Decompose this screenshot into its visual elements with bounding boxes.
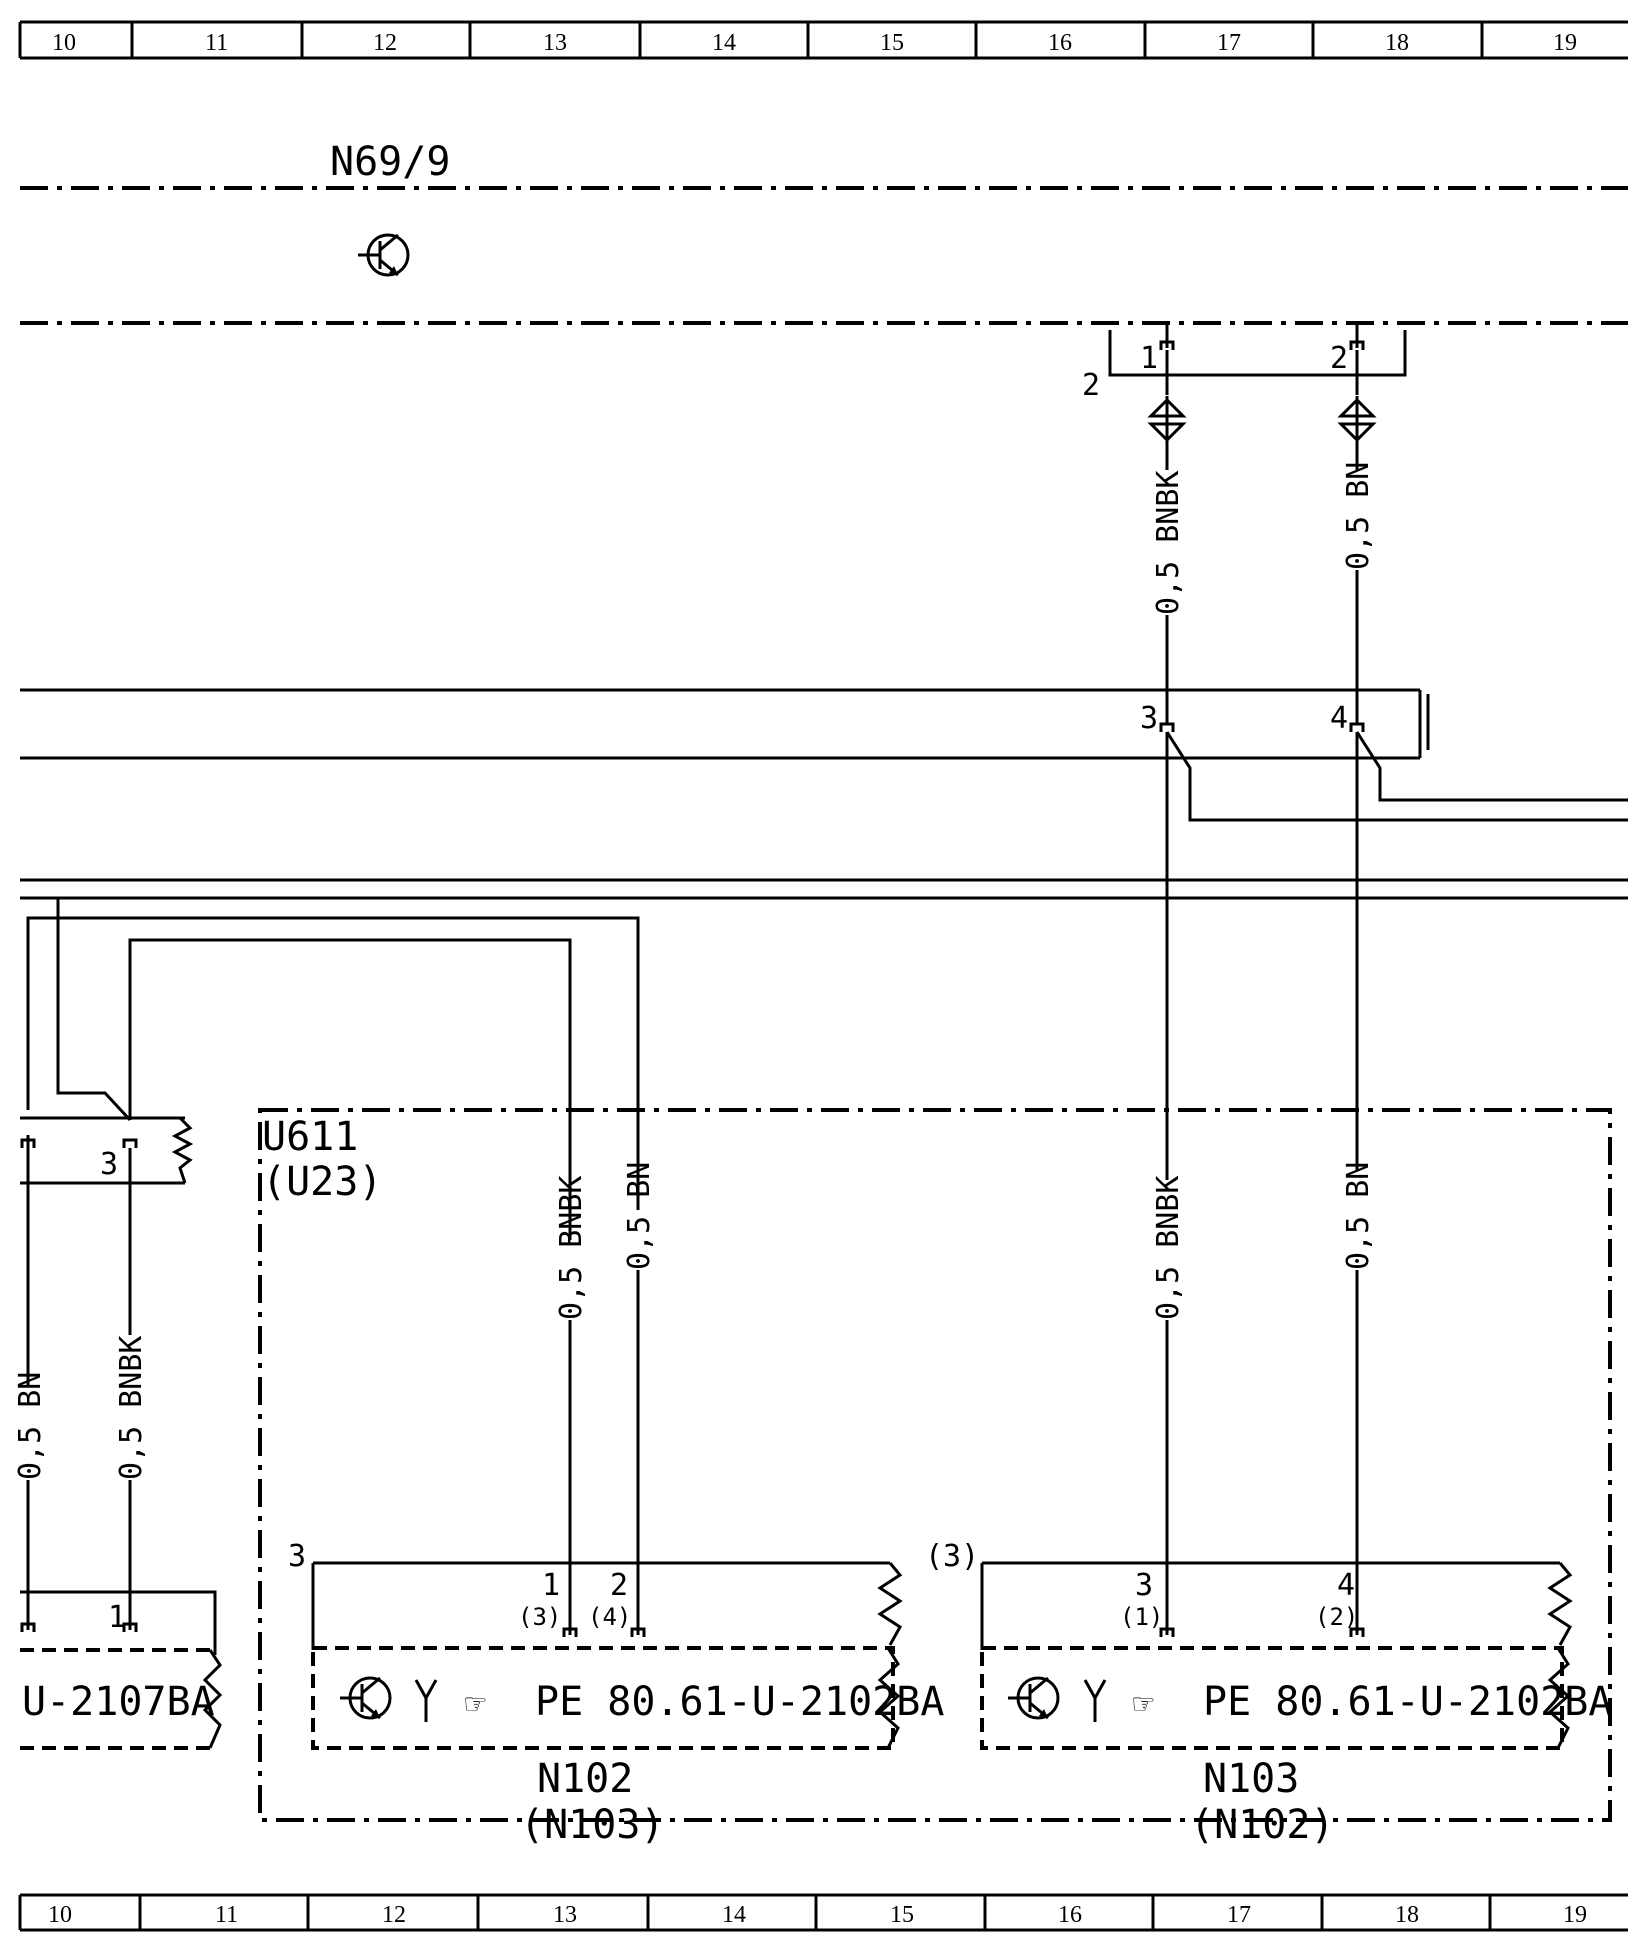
left-bottom-pin-1: 1: [108, 1600, 126, 1635]
fuse-icon: [1339, 394, 1375, 446]
lower-bus: [20, 878, 1628, 900]
wires-top: [1165, 350, 1359, 724]
grid-col-11-bottom: 11: [215, 1902, 238, 1928]
grid-col-19: 19: [1553, 30, 1577, 56]
n103-ref: PE 80.61-U-2102BA: [1203, 1679, 1612, 1725]
n103-pin-4: 4: [1337, 1568, 1355, 1603]
fuse-icon: [1149, 394, 1185, 446]
grid-col-14: 14: [712, 30, 736, 56]
wire-label-top-bn: 0,5 BN: [1341, 462, 1376, 570]
wire-label-u611-bn: 0,5 BN: [622, 1162, 657, 1270]
top-connector[interactable]: 2 1 2: [1082, 323, 1407, 403]
u611-alt-label: (U23): [262, 1159, 382, 1205]
pointing-hand-icon: ☞: [1133, 1684, 1154, 1724]
grid-col-14-bottom: 14: [722, 1902, 746, 1928]
wire-label-u611-bnbk: 0,5 BNBK: [554, 1176, 589, 1321]
n102-pin-1: 1: [542, 1568, 560, 1603]
grid-col-17-bottom: 17: [1227, 1902, 1251, 1928]
n69-9-module[interactable]: N69/9: [20, 139, 1628, 325]
wire-label-right-bnbk: 0,5 BNBK: [1151, 1176, 1186, 1321]
n103-pin-group: (3): [925, 1539, 979, 1574]
top-pin-1: 1: [1140, 341, 1158, 376]
n103-module[interactable]: (3) 3 4 (1) (2) ☞ PE 80.61-U-2102BA N103…: [925, 1539, 1612, 1848]
left-module-ref: U-2107BA: [22, 1679, 215, 1725]
u611-module[interactable]: U611 (U23): [258, 1108, 1612, 1822]
grid-col-18: 18: [1385, 30, 1409, 56]
grid-col-12: 12: [373, 30, 397, 56]
n103-pin-4-alt: (2): [1315, 1603, 1358, 1631]
transistor-icon: [356, 233, 410, 277]
antenna-icon: [1083, 1679, 1107, 1722]
mid-connector[interactable]: 3 4: [1140, 701, 1365, 736]
left-connector[interactable]: 3: [20, 1116, 194, 1185]
n102-label: N102: [537, 1756, 633, 1802]
n103-pin-3-alt: (1): [1120, 1603, 1163, 1631]
bottom-grid-bar: 10 11 12 13 14 15 16 17 18 19: [18, 1893, 1628, 1932]
wire-label-left-bn: 0,5 BN: [13, 1372, 48, 1480]
left-module[interactable]: 1 U-2107BA: [20, 1590, 223, 1750]
u611-wires: [568, 1270, 1359, 1635]
top-connector-label: 2: [1082, 368, 1100, 403]
wire-label-left-bnbk: 0,5 BNBK: [114, 1336, 149, 1481]
grid-col-11: 11: [205, 30, 228, 56]
left-routing-wires: [26, 898, 640, 1240]
mid-pin-4: 4: [1330, 701, 1348, 736]
transistor-icon: [338, 1676, 392, 1720]
top-pin-2: 2: [1330, 341, 1348, 376]
n102-pin-2-alt: (4): [588, 1603, 631, 1631]
left-wires: [26, 1148, 132, 1630]
u611-label: U611: [262, 1114, 358, 1160]
n102-ref: PE 80.61-U-2102BA: [535, 1679, 944, 1725]
n102-module[interactable]: 3 1 2 (3) (4) ☞ PE 80.61-U-2102BA N102 (…: [288, 1539, 944, 1848]
n103-label: N103: [1203, 1756, 1299, 1802]
grid-col-13-bottom: 13: [553, 1902, 577, 1928]
antenna-icon: [414, 1679, 438, 1722]
grid-col-15: 15: [880, 30, 904, 56]
grid-col-16: 16: [1048, 30, 1072, 56]
grid-col-19-bottom: 19: [1563, 1902, 1587, 1928]
grid-col-12-bottom: 12: [382, 1902, 406, 1928]
n103-alt-label: (N102): [1190, 1802, 1335, 1848]
grid-col-13: 13: [543, 30, 567, 56]
transistor-icon: [1006, 1676, 1060, 1720]
mid-wires: [1165, 731, 1628, 1180]
n102-pin-group: 3: [288, 1539, 306, 1574]
wire-label-right-bn: 0,5 BN: [1341, 1162, 1376, 1270]
top-grid-bar: 10 11 12 13 14 15 16 17 18 19: [18, 20, 1628, 60]
middle-bus: [20, 688, 1430, 760]
left-pin-3: 3: [100, 1147, 118, 1182]
n69-9-label: N69/9: [330, 139, 450, 185]
n102-pin-1-alt: (3): [518, 1603, 561, 1631]
grid-col-10: 10: [52, 30, 76, 56]
n102-pin-2: 2: [610, 1568, 628, 1603]
n102-alt-label: (N103): [520, 1802, 665, 1848]
grid-col-17: 17: [1217, 30, 1241, 56]
grid-col-18-bottom: 18: [1395, 1902, 1419, 1928]
grid-col-16-bottom: 16: [1058, 1902, 1082, 1928]
mid-pin-3: 3: [1140, 701, 1158, 736]
pointing-hand-icon: ☞: [465, 1684, 486, 1724]
grid-col-15-bottom: 15: [890, 1902, 914, 1928]
n103-pin-3: 3: [1135, 1568, 1153, 1603]
grid-col-10-bottom: 10: [48, 1902, 72, 1928]
wire-label-top-bnbk: 0,5 BNBK: [1151, 471, 1186, 616]
